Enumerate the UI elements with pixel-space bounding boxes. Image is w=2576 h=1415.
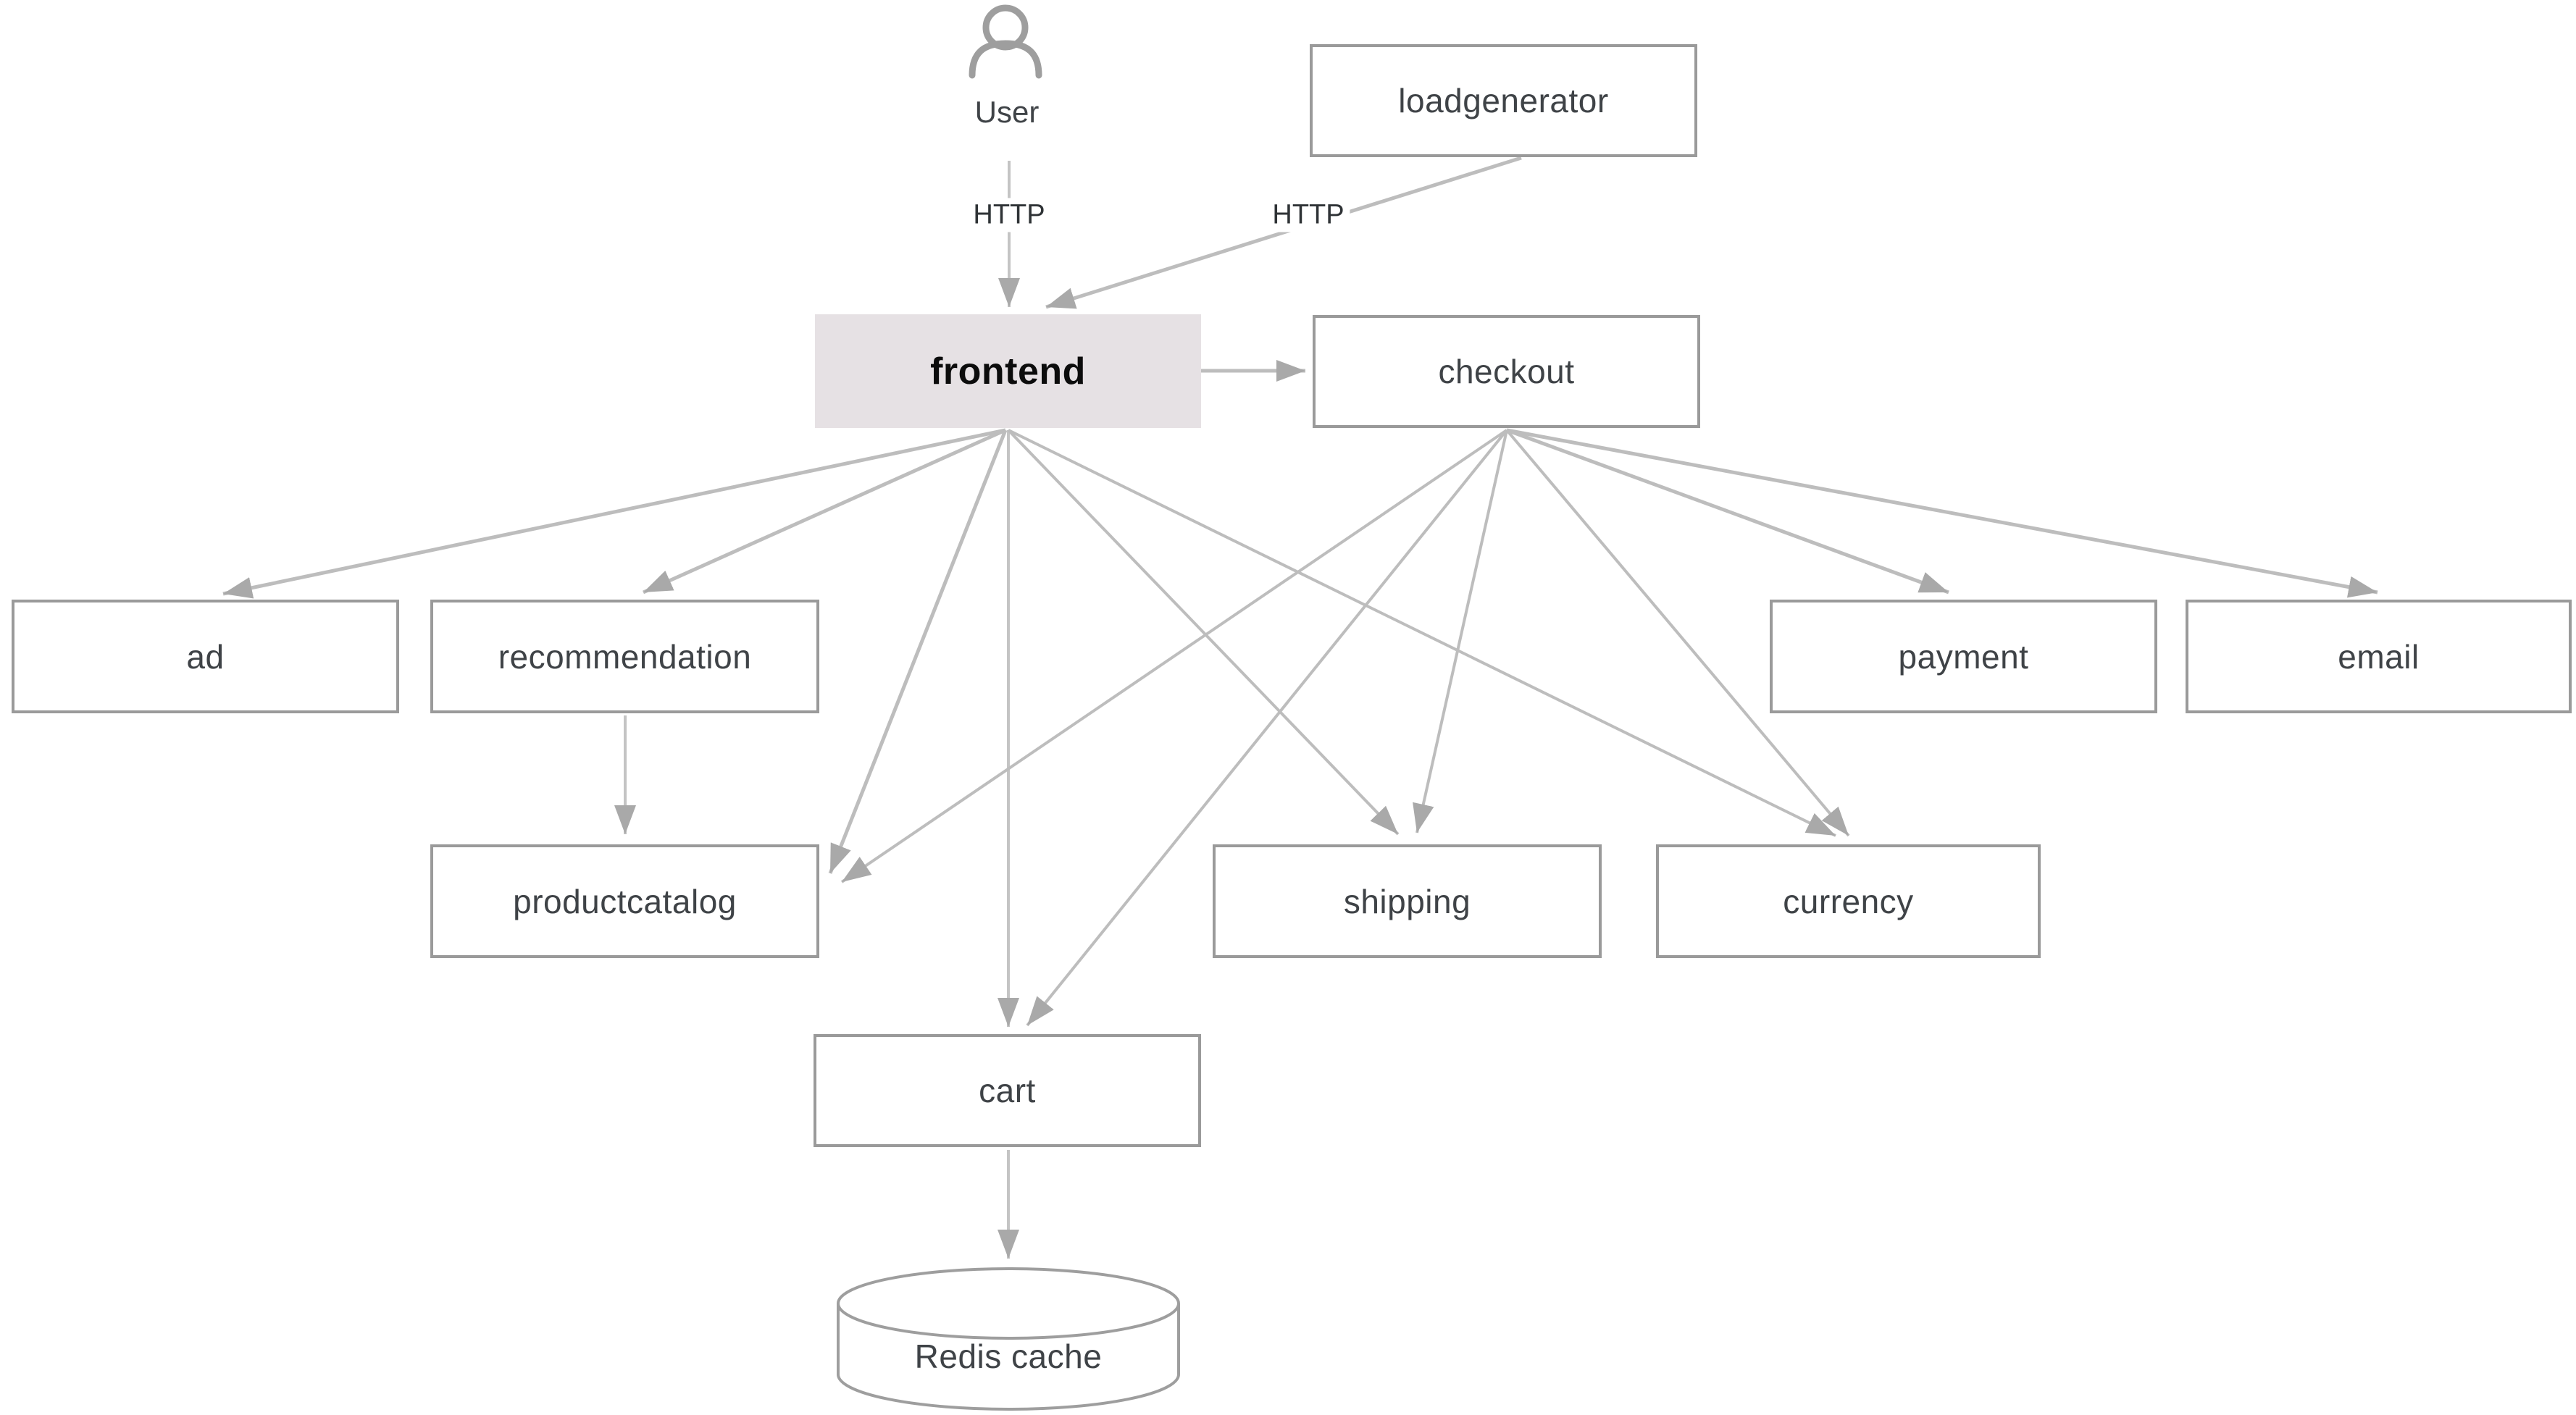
node-checkout-label: checkout: [1438, 353, 1575, 390]
node-frontend[interactable]: frontend: [815, 314, 1201, 428]
node-currency[interactable]: currency: [1656, 844, 2041, 958]
edge-checkout-email: [1506, 428, 2378, 598]
node-loadgenerator[interactable]: loadgenerator: [1310, 44, 1697, 157]
node-redis-label: Redis cache: [914, 1338, 1103, 1375]
node-checkout[interactable]: checkout: [1313, 315, 1700, 428]
node-loadgenerator-label: loadgenerator: [1398, 82, 1609, 119]
node-redis[interactable]: Redis cache: [838, 1275, 1179, 1376]
node-currency-label: currency: [1783, 882, 1914, 920]
edge-label-loadgenerator-http: HTTP: [1266, 198, 1350, 232]
edge-frontend-currency: [1008, 429, 1836, 837]
node-productcatalog-label: productcatalog: [513, 882, 737, 920]
node-payment[interactable]: payment: [1770, 600, 2157, 713]
edge-frontend-shipping: [1007, 429, 1400, 836]
node-productcatalog[interactable]: productcatalog: [430, 844, 819, 958]
redis-cylinder: [837, 1267, 1180, 1411]
node-recommendation-label: recommendation: [498, 637, 752, 676]
node-shipping-label: shipping: [1343, 882, 1471, 920]
edge-loadgenerator-frontend: [1045, 156, 1522, 309]
node-cart[interactable]: cart: [814, 1034, 1201, 1147]
edge-checkout-payment: [1506, 428, 1949, 595]
node-payment-label: payment: [1898, 637, 2029, 676]
node-shipping[interactable]: shipping: [1213, 844, 1602, 958]
node-ad[interactable]: ad: [12, 600, 399, 713]
node-frontend-label: frontend: [930, 350, 1086, 392]
edge-frontend-productcatalog: [828, 429, 1008, 874]
edge-checkout-cart: [1026, 429, 1508, 1027]
node-email-label: email: [2338, 637, 2420, 676]
edge-frontend-ad: [222, 428, 1006, 599]
edge-checkout-productcatalog: [840, 429, 1508, 883]
node-recommendation[interactable]: recommendation: [430, 600, 819, 713]
node-cart-label: cart: [979, 1072, 1036, 1109]
edge-checkout-shipping: [1413, 429, 1508, 834]
user-label: User: [974, 95, 1040, 129]
edge-label-user-http: HTTP: [967, 198, 1051, 232]
node-email[interactable]: email: [2186, 600, 2572, 713]
user-icon: [969, 4, 1042, 79]
edge-checkout-currency: [1505, 429, 1850, 837]
edge-frontend-recommendation: [642, 428, 1007, 595]
node-ad-label: ad: [186, 637, 225, 676]
